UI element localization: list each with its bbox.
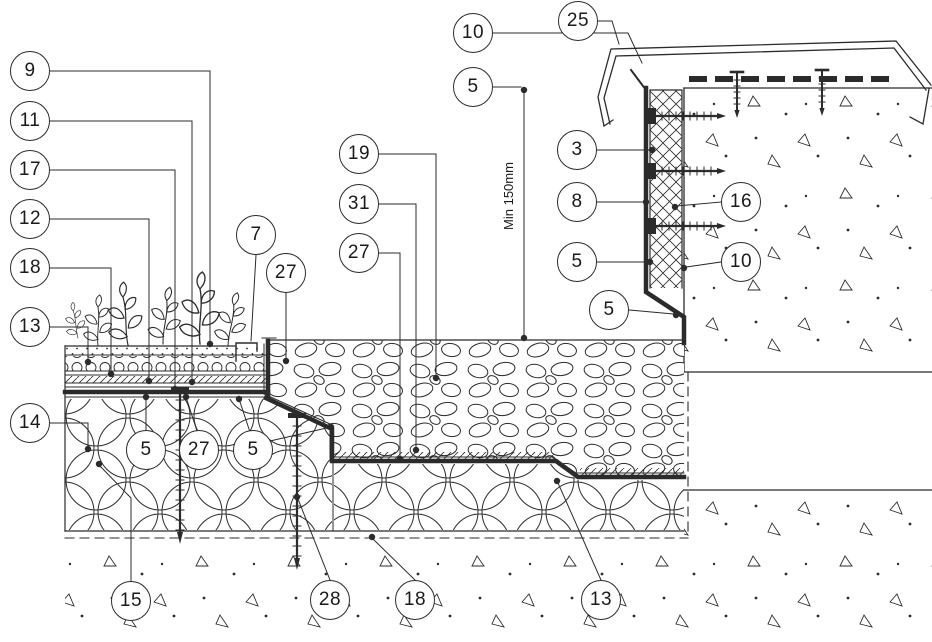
gravel-ballast: [267, 339, 685, 476]
callout-5-c: 5: [453, 67, 493, 107]
membranes-flashings: [62, 68, 687, 480]
callout-17: 17: [10, 150, 50, 190]
callout-8: 8: [557, 182, 597, 222]
dimension-min-150: [520, 86, 528, 342]
callout-31: 31: [339, 184, 379, 224]
callout-16: 16: [721, 182, 761, 222]
green-roof-layers: [61, 271, 269, 532]
callout-5-d: 5: [557, 242, 597, 282]
callout-10-b: 10: [721, 242, 761, 282]
concrete-structure: [64, 87, 932, 642]
callout-27-a: 27: [179, 430, 219, 470]
leader-dots: [84, 146, 688, 541]
leader-lines: [49, 20, 722, 582]
plants: [61, 271, 251, 349]
callout-19: 19: [339, 134, 379, 174]
callout-11: 11: [10, 101, 50, 141]
callout-15: 15: [111, 581, 151, 621]
callout-7: 7: [236, 215, 276, 255]
callout-25: 25: [558, 1, 598, 41]
callout-10-a: 10: [453, 13, 493, 53]
callout-18-b: 18: [395, 580, 435, 620]
callout-27-b: 27: [266, 253, 306, 293]
gravel-guard-profile: [235, 342, 258, 362]
callout-5-a: 5: [126, 430, 166, 470]
callout-12: 12: [10, 199, 50, 239]
callout-28: 28: [310, 580, 350, 620]
callout-13-a: 13: [10, 307, 50, 347]
callout-5-e: 5: [589, 290, 629, 330]
callout-5-b: 5: [233, 430, 273, 470]
callout-18-a: 18: [10, 248, 50, 288]
parapet-coping: [597, 40, 932, 127]
callout-9: 9: [10, 51, 50, 91]
roof-insulation: [64, 399, 685, 532]
callout-13-b: 13: [581, 580, 621, 620]
callout-27-c: 27: [339, 233, 379, 273]
parapet-insulation-board: [644, 89, 728, 289]
callout-14: 14: [10, 403, 50, 443]
callout-3: 3: [557, 130, 597, 170]
min-height-dimension-label: Min 150mm: [501, 162, 516, 230]
